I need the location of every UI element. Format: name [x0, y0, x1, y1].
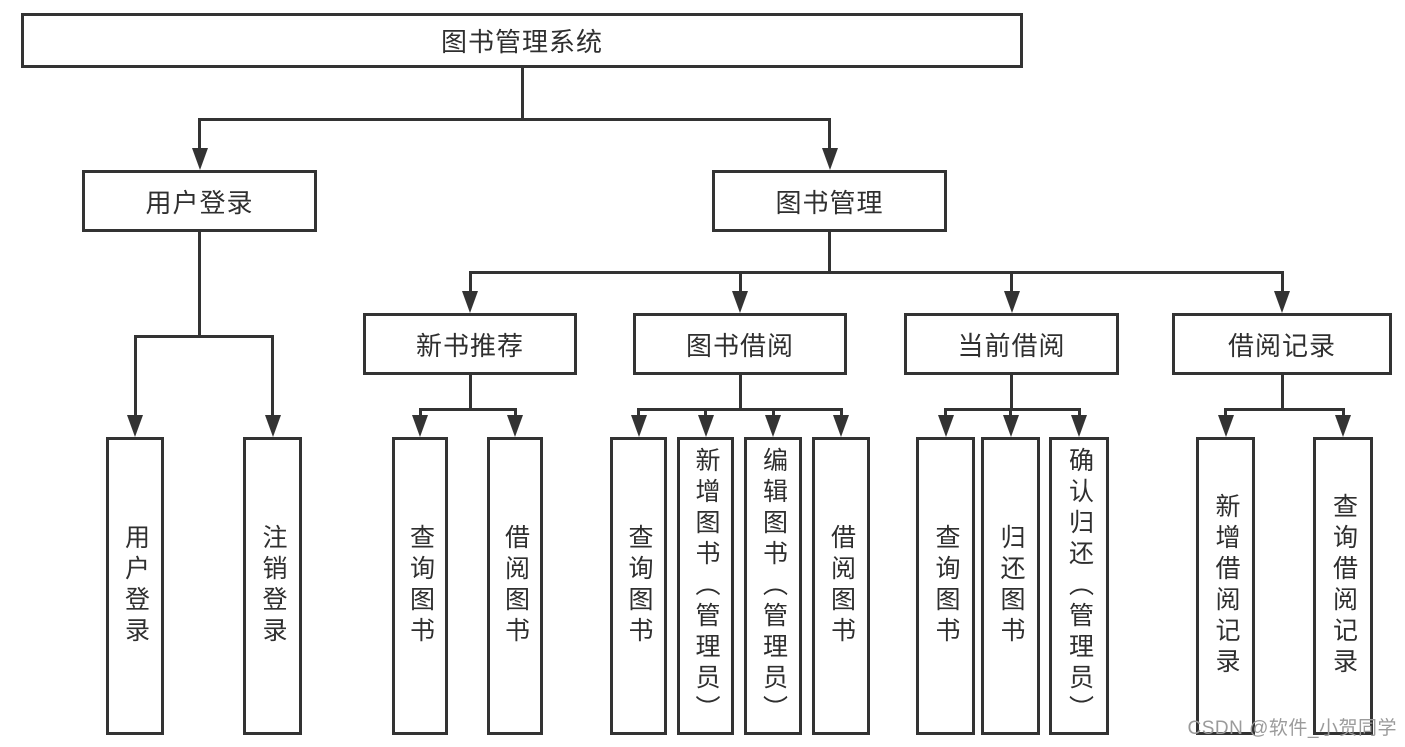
connector-line — [133, 335, 274, 338]
arrowhead-icon — [732, 291, 748, 313]
arrowhead-icon — [191, 148, 208, 170]
arrowhead-icon — [264, 415, 281, 437]
csdn-watermark: CSDN @软件_小贺同学 — [1187, 718, 1397, 739]
node-current-borrow: 当前借阅 — [904, 313, 1119, 375]
arrowhead-icon — [1217, 415, 1234, 437]
arrowhead-icon — [127, 415, 143, 437]
connector-line — [944, 408, 947, 419]
connector-line — [738, 271, 742, 295]
connector-line — [704, 408, 707, 419]
arrowhead-icon — [821, 148, 838, 170]
leaf-return-book: 归还图书 — [981, 437, 1040, 735]
connector-line — [1010, 375, 1013, 411]
arrowhead-icon — [630, 415, 647, 437]
connector-line — [198, 118, 201, 152]
arrowhead-icon — [1274, 291, 1290, 313]
connector-line — [468, 375, 472, 411]
node-new-book-recommend: 新书推荐 — [363, 313, 577, 375]
connector-line — [1280, 271, 1284, 295]
arrowhead-icon — [833, 415, 849, 437]
node-user-login: 用户登录 — [82, 170, 317, 232]
leaf-logout: 注销登录 — [243, 437, 302, 735]
arrowhead-icon — [507, 415, 523, 437]
connector-line — [1224, 408, 1227, 419]
leaf-query-book-1: 查询图书 — [392, 437, 448, 735]
connector-line — [1224, 408, 1344, 411]
arrowhead-icon — [462, 291, 478, 313]
connector-line — [1009, 408, 1012, 419]
connector-line — [1280, 375, 1284, 411]
leaf-borrow-book-1: 借阅图书 — [487, 437, 543, 735]
arrowhead-icon — [1335, 415, 1351, 437]
connector-line — [198, 118, 831, 121]
arrowhead-icon — [697, 415, 714, 437]
connector-line — [839, 408, 843, 419]
connector-line — [637, 408, 640, 419]
connector-line — [520, 68, 524, 118]
connector-line — [468, 271, 472, 295]
connector-line — [771, 408, 775, 419]
connector-line — [637, 408, 842, 411]
connector-line — [828, 232, 831, 274]
leaf-query-borrow-record: 查询借阅记录 — [1313, 437, 1373, 735]
connector-line — [468, 271, 1284, 274]
connector-line — [828, 118, 831, 152]
connector-line — [418, 408, 517, 411]
arrowhead-icon — [1002, 415, 1019, 437]
connector-line — [198, 232, 201, 338]
leaf-confirm-return-admin: 确认归还（管理员） — [1049, 437, 1109, 735]
connector-line — [1341, 408, 1345, 419]
leaf-query-book-2: 查询图书 — [610, 437, 667, 735]
leaf-query-book-3: 查询图书 — [916, 437, 975, 735]
arrowhead-icon — [1003, 291, 1020, 313]
leaf-borrow-book-2: 借阅图书 — [812, 437, 870, 735]
arrowhead-icon — [765, 415, 781, 437]
connector-line — [738, 375, 742, 411]
connector-line — [513, 408, 517, 419]
leaf-add-borrow-record: 新增借阅记录 — [1196, 437, 1255, 735]
node-book-borrow: 图书借阅 — [633, 313, 847, 375]
connector-line — [133, 335, 137, 419]
arrowhead-icon — [1071, 415, 1087, 437]
connector-line — [1010, 271, 1013, 295]
connector-line — [1077, 408, 1081, 419]
leaf-add-book-admin: 新增图书（管理员） — [677, 437, 734, 735]
leaf-edit-book-admin: 编辑图书（管理员） — [744, 437, 802, 735]
node-book-management: 图书管理 — [712, 170, 947, 232]
connector-line — [418, 408, 422, 419]
node-borrow-records: 借阅记录 — [1172, 313, 1392, 375]
leaf-user-login: 用户登录 — [106, 437, 164, 735]
node-root: 图书管理系统 — [21, 13, 1023, 68]
connector-line — [271, 335, 274, 419]
connector-line — [944, 408, 1080, 411]
arrowhead-icon — [412, 415, 428, 437]
arrowhead-icon — [937, 415, 954, 437]
